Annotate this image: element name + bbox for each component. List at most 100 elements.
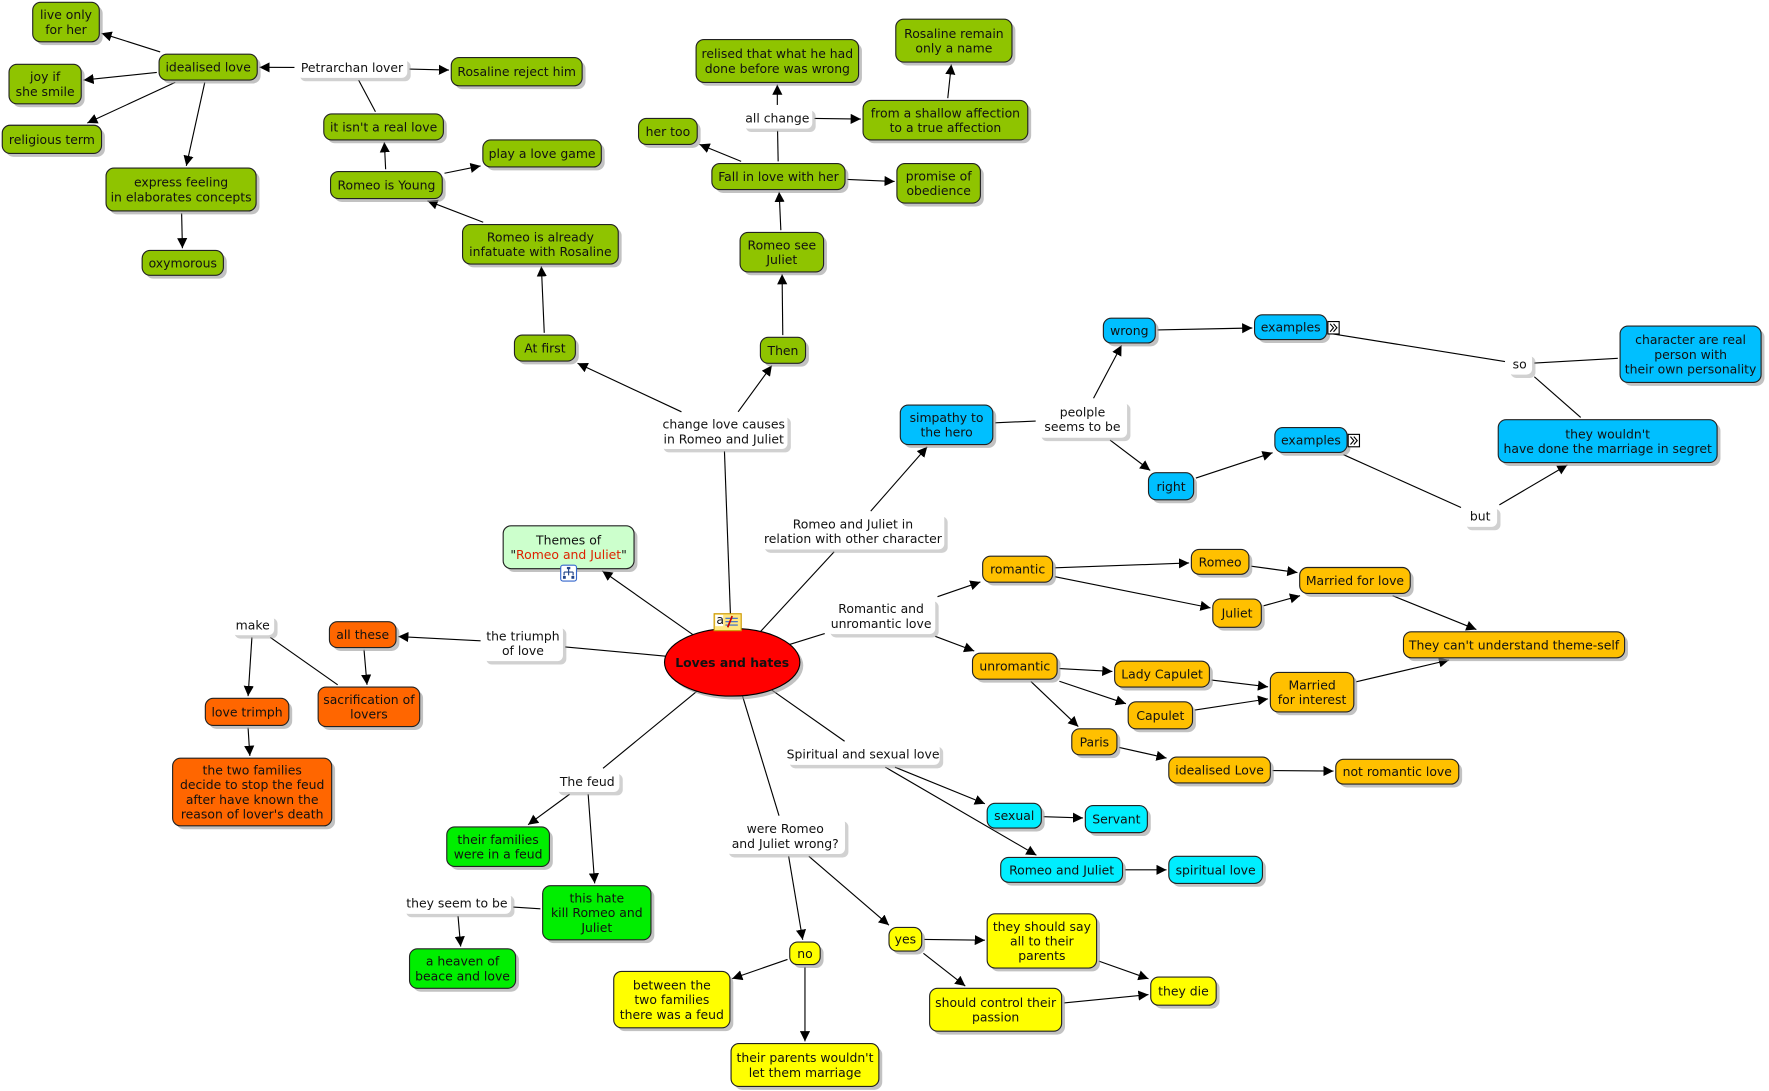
expand-icon[interactable] — [1327, 320, 1340, 335]
node-label: her too — [646, 124, 691, 139]
concept-marlove[interactable]: Married for love — [1299, 566, 1414, 597]
linking-phrase-but[interactable]: but — [1463, 505, 1501, 531]
node-label: live only — [40, 7, 92, 22]
concept-paris[interactable]: Paris — [1071, 728, 1121, 759]
concept-die[interactable]: they die — [1150, 976, 1220, 1009]
concept-fall[interactable]: Fall in love with her — [711, 163, 849, 193]
concept-allthese[interactable]: all these — [328, 621, 400, 651]
concept-young[interactable]: Romeo is Young — [329, 170, 446, 202]
concept-game[interactable]: play a love game — [482, 139, 605, 171]
node-label: beace and love — [415, 968, 510, 983]
concept-idlove[interactable]: idealised Love — [1168, 756, 1274, 787]
node-label: Romeo — [1199, 554, 1242, 569]
node-label: all these — [336, 627, 389, 642]
expand-icon[interactable] — [1347, 433, 1361, 448]
node-label: for her — [45, 22, 87, 37]
concept-yes[interactable]: yes — [888, 926, 926, 955]
submap-icon[interactable] — [560, 564, 578, 582]
concept-right[interactable]: right — [1147, 472, 1198, 504]
node-label: obedience — [906, 183, 970, 198]
concept-lady[interactable]: Lady Capulet — [1114, 660, 1213, 691]
concept-no[interactable]: no — [789, 941, 824, 969]
concept-juliet[interactable]: Juliet — [1212, 598, 1265, 631]
node-label: Romeo and Juliet — [1009, 862, 1114, 877]
linking-phrase-petrarchan[interactable]: Petrarchan lover — [296, 57, 411, 82]
concept-trimph[interactable]: love trimph — [204, 697, 293, 729]
concept-hertoo[interactable]: her too — [637, 117, 701, 148]
node-label: decide to stop the feud — [180, 777, 324, 792]
concept-rosreject[interactable]: Rosaline reject him — [450, 56, 586, 90]
concept-unromantic[interactable]: unromantic — [971, 652, 1061, 683]
node-label: character are real — [1635, 332, 1746, 347]
connection-lines — [83, 31, 1618, 1042]
concept-romeo[interactable]: Romeo — [1190, 548, 1253, 578]
concept-spirlove[interactable]: spiritual love — [1168, 855, 1266, 887]
linking-phrase-seem[interactable]: they seem to be — [402, 892, 515, 918]
concept-themes[interactable]: Themes of"Romeo and Juliet" — [502, 525, 638, 582]
node-label: Romantic and — [838, 601, 924, 616]
linking-phrase-feud[interactable]: The feud — [555, 770, 623, 796]
connection-spiritual-sexual — [894, 766, 986, 805]
linking-phrase-so[interactable]: so — [1507, 353, 1536, 378]
concept-then[interactable]: Then — [759, 336, 809, 367]
concept-wrong[interactable]: wrong — [1102, 317, 1159, 347]
concept-sexual[interactable]: sexual — [986, 802, 1045, 832]
node-label: seems to be — [1044, 419, 1120, 434]
concept-rj[interactable]: Romeo and Juliet — [1000, 856, 1126, 886]
concept-ex2[interactable]: examples — [1274, 427, 1361, 456]
concept-idealised[interactable]: idealised love — [158, 53, 261, 84]
node-label: relation with other character — [764, 531, 943, 546]
concept-servant[interactable]: Servant — [1084, 804, 1151, 837]
node-label: make — [236, 618, 270, 633]
node-label: At first — [524, 341, 565, 356]
node-label: yes — [895, 932, 916, 947]
concept-cant[interactable]: They can't understand theme-self — [1402, 631, 1628, 662]
linking-phrase-make[interactable]: make — [231, 614, 278, 639]
concept-atfirst[interactable]: At first — [513, 334, 579, 365]
concept-romantic[interactable]: romantic — [982, 555, 1056, 586]
concept-ex1[interactable]: examples — [1253, 314, 1340, 343]
concept-religious[interactable]: religious term — [1, 124, 105, 157]
node-label: there was a feud — [620, 1007, 724, 1022]
concept-notreal[interactable]: it isn't a real love — [323, 113, 447, 144]
linking-phrase-spiritual[interactable]: Spiritual and sexual love — [786, 743, 944, 769]
concept-capulet[interactable]: Capulet — [1127, 701, 1196, 733]
note-icon[interactable]: a — [713, 612, 742, 632]
node-label: they seem to be — [406, 896, 507, 911]
concept-notrom[interactable]: not romantic love — [1335, 758, 1463, 788]
connection-young-notreal — [379, 142, 390, 170]
connection-change-then — [737, 365, 773, 413]
concept-oxy[interactable]: oxymorous — [141, 249, 227, 279]
linking-phrase-allchange[interactable]: all change — [742, 107, 816, 133]
